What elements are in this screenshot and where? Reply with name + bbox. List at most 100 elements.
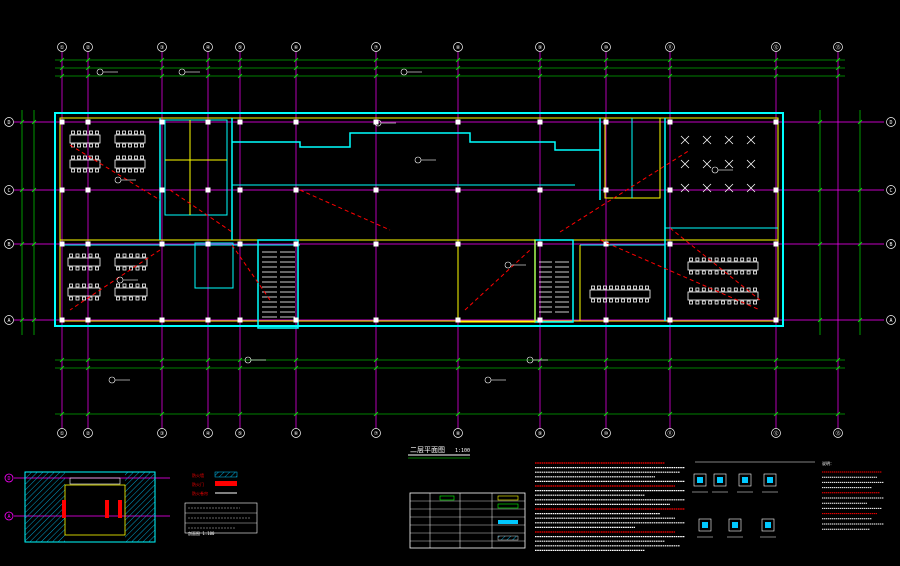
column <box>205 241 211 247</box>
column <box>237 119 243 125</box>
dimension-tick <box>293 357 299 363</box>
dimension-tick <box>455 357 461 363</box>
chair <box>116 266 120 271</box>
axis-bubble <box>291 428 301 438</box>
axis-label: ③ <box>160 45 165 51</box>
dimension-tick <box>667 411 673 417</box>
axis-label: A <box>7 318 10 324</box>
chair <box>122 130 126 135</box>
axis-bubble <box>235 42 245 52</box>
chair <box>122 283 127 288</box>
axis-label: ⑩ <box>604 431 609 437</box>
axis-bubble <box>886 185 896 195</box>
chair <box>122 296 127 301</box>
chair <box>134 155 138 160</box>
axis-bubble <box>535 42 545 52</box>
dimension-tick <box>31 317 37 323</box>
axis-bubble <box>453 428 463 438</box>
chair <box>708 300 713 305</box>
chair <box>609 298 613 303</box>
dimension-tick <box>85 65 91 71</box>
dimension-tick <box>455 57 461 63</box>
table <box>67 257 101 267</box>
plan-title: 二层平面图 <box>410 446 445 454</box>
chair <box>95 266 99 271</box>
column-detail <box>763 473 777 487</box>
chair <box>89 130 93 135</box>
dimension-tick <box>667 57 673 63</box>
chair <box>69 283 73 288</box>
dimension-tick <box>293 73 299 79</box>
chair <box>135 266 140 271</box>
dimension-tick <box>59 357 65 363</box>
chair <box>733 270 738 275</box>
dimension-tick <box>59 411 65 417</box>
dimension-tick <box>373 365 379 371</box>
column <box>455 317 461 323</box>
chair <box>83 130 87 135</box>
axis-label: ② <box>86 431 91 437</box>
chair <box>740 257 745 262</box>
chair <box>95 130 99 135</box>
chair <box>142 283 146 288</box>
chair <box>721 287 725 292</box>
desk-cluster <box>746 159 756 169</box>
fire-legend: 防火墙 防火门 防火卷帘 <box>184 471 258 534</box>
axis-bubble <box>83 42 93 52</box>
dimension-tick <box>373 357 379 363</box>
dimension-tick <box>667 65 673 71</box>
dimension-tick <box>85 73 91 79</box>
chair <box>95 155 99 160</box>
chair <box>714 300 719 305</box>
dimension-tick <box>373 73 379 79</box>
dimension-tick <box>817 241 823 247</box>
chair <box>71 168 75 173</box>
chair <box>615 285 619 290</box>
chair <box>140 130 144 135</box>
axis-label: ② <box>86 45 91 51</box>
column <box>205 119 211 125</box>
chair <box>122 253 127 258</box>
dimension-tick <box>159 357 165 363</box>
chair <box>122 155 126 160</box>
column <box>237 241 243 247</box>
chair <box>69 266 73 271</box>
chair <box>746 257 751 262</box>
dimension-tick <box>237 65 243 71</box>
dimension-tick <box>237 57 243 63</box>
column <box>773 317 779 323</box>
dimension-tick <box>603 357 609 363</box>
column-detail-core <box>702 522 708 528</box>
chair <box>88 266 93 271</box>
axis-bubble <box>203 428 213 438</box>
table <box>114 134 146 144</box>
dimension-tick <box>59 57 65 63</box>
chair <box>633 285 637 290</box>
axis-bubble <box>535 428 545 438</box>
dimension-tick <box>85 357 91 363</box>
chair <box>95 296 99 301</box>
chair <box>695 257 700 262</box>
chair <box>639 298 643 303</box>
dimension-tick <box>19 187 25 193</box>
dimension-tick <box>59 365 65 371</box>
column-detail <box>698 518 712 532</box>
chair <box>621 285 625 290</box>
chair <box>689 257 693 262</box>
column-detail <box>728 518 742 532</box>
chair <box>721 270 725 275</box>
chair <box>603 298 607 303</box>
chair <box>701 300 706 305</box>
column <box>59 119 65 125</box>
chair <box>128 130 132 135</box>
dimension-tick <box>237 73 243 79</box>
column-detail-core <box>717 477 723 483</box>
desk-cluster <box>724 183 734 193</box>
dimension-tick <box>373 57 379 63</box>
plan-scale: 1:100 <box>455 448 470 454</box>
axis-bubble <box>4 239 14 249</box>
axis-bubble <box>665 428 675 438</box>
chair <box>746 300 751 305</box>
dimension-tick <box>159 57 165 63</box>
